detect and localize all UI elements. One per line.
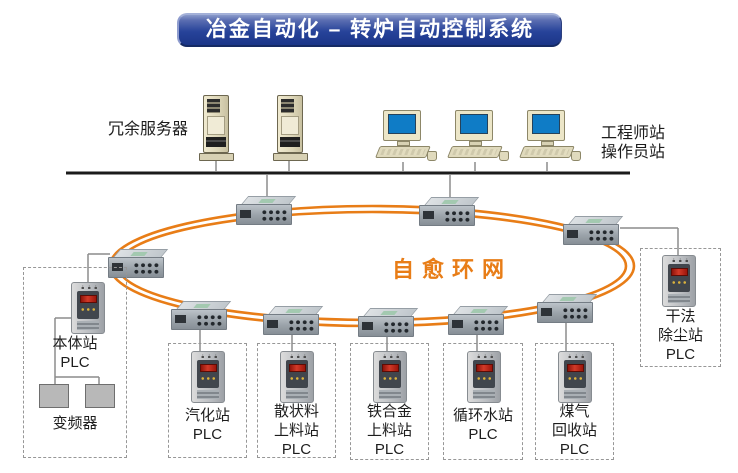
station-box-qihua: 汽化站 PLC (168, 343, 247, 458)
switch-fiber-port (541, 308, 552, 316)
ethernet-switch-icon (563, 216, 624, 245)
ring-network-label: 自愈环网 (392, 257, 513, 282)
vfd-box-icon (85, 384, 115, 408)
plc-panel (668, 264, 690, 292)
switch-ports (561, 306, 588, 319)
mouse (571, 151, 581, 161)
server-panel (207, 116, 225, 135)
desktop-computer-icon (446, 110, 509, 166)
workstations-label: 工程师站 操作员站 (601, 124, 665, 162)
switch-fiber-port (175, 315, 186, 323)
switch-ports (472, 318, 499, 331)
switch-ports (195, 313, 222, 326)
plc-panel (379, 360, 401, 388)
keyboard (375, 146, 431, 158)
ethernet-switch-icon (263, 306, 324, 335)
monitor (383, 110, 421, 141)
switch-fiber-port (567, 230, 578, 238)
switch-ports (382, 320, 409, 333)
monitor (455, 110, 493, 141)
station-label-benti: 本体站 PLC (52, 335, 98, 372)
station-box-sanzhuangliao: 散状料 上料站 PLC (257, 343, 336, 458)
plc-panel (286, 360, 308, 388)
ethernet-switch-icon (419, 197, 480, 226)
switch-fiber-port (267, 320, 278, 328)
switch-fiber-port (452, 320, 463, 328)
station-box-meiqi: 煤气 回收站 PLC (535, 343, 614, 460)
switch-fiber-port (423, 211, 434, 219)
ethernet-switch-icon (448, 306, 509, 335)
workstations-label-line1: 工程师站 (601, 125, 666, 142)
plc-drive-icon (280, 351, 314, 403)
vfd-box-icon (39, 384, 69, 408)
switch-ports (587, 228, 614, 241)
plc-panel (473, 360, 495, 388)
station-box-xunhuanshui: 循环水站 PLC (443, 343, 523, 460)
ethernet-switch-icon (171, 301, 232, 330)
page-title: 冶金自动化 – 转炉自动控制系统 (177, 13, 562, 47)
desktop-computer-icon (374, 110, 437, 166)
plc-drive-icon (71, 282, 105, 334)
station-label-ganfa: 干法 除尘站 PLC (657, 308, 703, 364)
switch-ports (132, 261, 159, 274)
plc-drive-icon (558, 351, 592, 403)
ethernet-switch-icon (358, 308, 419, 337)
keyboard (519, 146, 575, 158)
plc-drive-icon (373, 351, 407, 403)
switch-ports (260, 208, 287, 221)
desktop-computer-icon (518, 110, 581, 166)
tower-server-icon (199, 95, 234, 161)
station-box-ganfa: 干法 除尘站 PLC (640, 248, 721, 367)
plc-drive-icon (191, 351, 225, 403)
plc-panel (564, 360, 586, 388)
mouse (499, 151, 509, 161)
station-box-benti: 本体站 PLC 变频器 (23, 267, 127, 458)
plc-panel (197, 360, 219, 388)
plc-panel (77, 291, 99, 319)
switch-fiber-port (240, 210, 251, 218)
tower-server-icon (273, 95, 308, 161)
station-box-tiehejin: 铁合金 上料站 PLC (350, 343, 429, 460)
server-base (199, 153, 234, 161)
plc-drive-icon (662, 255, 696, 307)
server-base (273, 153, 308, 161)
mouse (427, 151, 437, 161)
plc-drive-icon (467, 351, 501, 403)
ethernet-switch-icon (236, 196, 297, 225)
vfd-label: 变频器 (52, 415, 98, 432)
server-panel (281, 116, 299, 135)
workstations-label-line2: 操作员站 (601, 144, 666, 161)
station-label-meiqi: 煤气 回收站 PLC (551, 403, 597, 459)
keyboard (447, 146, 503, 158)
station-label-tiehejin: 铁合金 上料站 PLC (366, 403, 412, 459)
switch-ports (443, 209, 470, 222)
monitor (527, 110, 565, 141)
ethernet-switch-icon (537, 294, 598, 323)
drop-lines (54, 158, 679, 384)
station-label-qihua: 汽化站 PLC (184, 407, 230, 444)
station-label-sanzhuangliao: 散状料 上料站 PLC (273, 403, 319, 459)
station-label-xunhuanshui: 循环水站 PLC (452, 407, 513, 444)
servers-label: 冗余服务器 (108, 121, 189, 138)
switch-fiber-port (362, 322, 373, 330)
switch-ports (287, 318, 314, 331)
